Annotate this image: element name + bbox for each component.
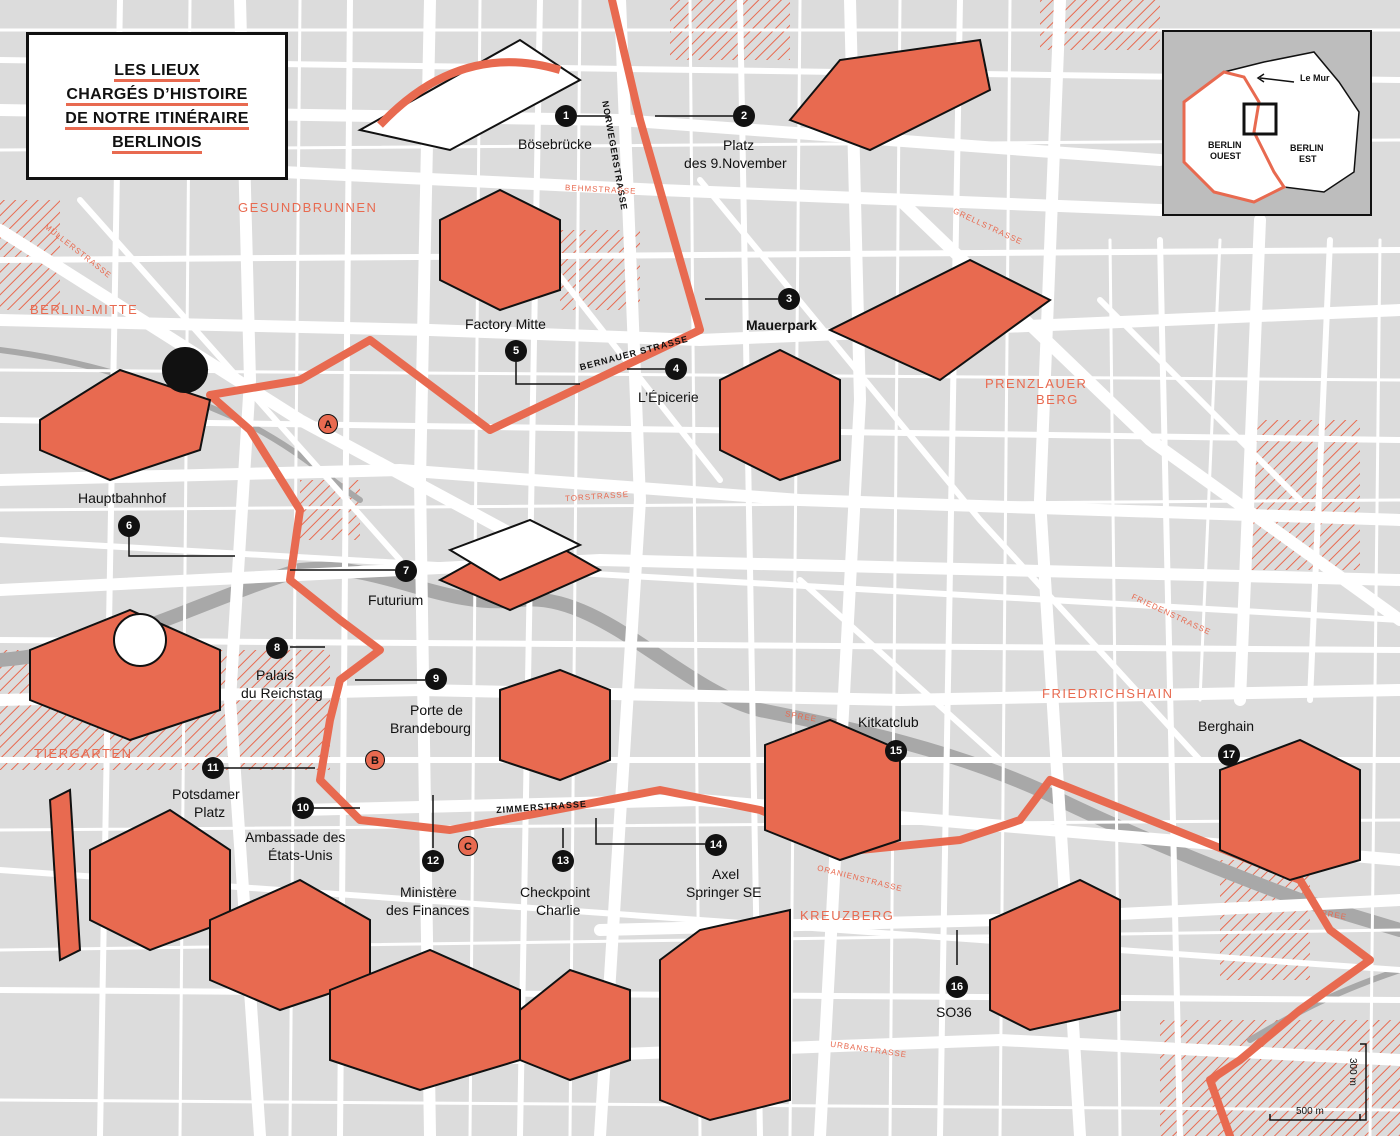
marker-4[interactable]: 4 — [665, 358, 687, 380]
inset-map: Le Mur BERLIN OUEST BERLIN EST — [1162, 30, 1372, 216]
label-reichstag-line-1: Palais — [256, 667, 295, 683]
label-kitkatclub: Kitkatclub — [858, 714, 919, 730]
marker-3[interactable]: 3 — [778, 288, 800, 310]
title-line-2: CHARGÉS D’HISTOIRE — [66, 86, 248, 106]
label-berghain: Berghain — [1198, 718, 1255, 734]
epicerie-illustration — [719, 348, 841, 482]
label-potsdamer-line-2: Platz — [194, 804, 226, 820]
inset-berlin-ouest-2: OUEST — [1210, 151, 1242, 161]
marker-13[interactable]: 13 — [552, 850, 574, 872]
mauerpark-illustration — [827, 258, 1052, 382]
wall-route — [206, 0, 1374, 1136]
marker-9[interactable]: 9 — [425, 668, 447, 690]
marker-12[interactable]: 12 — [422, 850, 444, 872]
platz-9-november-illustration — [788, 38, 992, 152]
marker-17[interactable]: 17 — [1218, 744, 1240, 766]
potsdamer-illustration — [48, 788, 82, 962]
marker-16[interactable]: 16 — [946, 976, 968, 998]
route-marker-a[interactable]: A — [318, 414, 338, 434]
factory-mitte-illustration — [439, 188, 561, 312]
inset-berlin-est-1: BERLIN — [1290, 143, 1324, 153]
marker-5[interactable]: 5 — [505, 340, 527, 362]
inset-le-mur-label: Le Mur — [1300, 73, 1330, 83]
label-finances-line-2: des Finances — [386, 902, 470, 918]
label-epicerie: L’Épicerie — [638, 389, 699, 405]
brandenburg-gate-illustration — [499, 668, 611, 782]
district-berlin-mitte: BERLIN-MITTE — [30, 302, 139, 317]
label-checkpoint-line-2: Charlie — [536, 902, 581, 918]
inset-berlin-ouest-1: BERLIN — [1208, 140, 1242, 150]
label-mauerpark: Mauerpark — [746, 317, 817, 333]
label-springer-line-1: Axel — [712, 866, 740, 882]
marker-15[interactable]: 15 — [885, 740, 907, 762]
label-hauptbahnhof: Hauptbahnhof — [78, 490, 166, 506]
marker-8[interactable]: 8 — [266, 637, 288, 659]
label-potsdamer-line-1: Potsdamer — [172, 786, 240, 802]
label-platz-line-1: Platz — [723, 137, 755, 153]
scale-horizontal-label: 500 m — [1296, 1106, 1324, 1117]
building-illustrations — [29, 38, 1361, 1122]
inset-outline — [1182, 51, 1360, 204]
label-brandebourg-line-1: Porte de — [410, 702, 463, 718]
checkpoint-charlie-illustration — [519, 968, 631, 1082]
leader-lines — [128, 115, 958, 965]
scale-bar — [1269, 1043, 1367, 1121]
marker-2[interactable]: 2 — [733, 105, 755, 127]
berghain-illustration — [1219, 738, 1361, 882]
label-futurium: Futurium — [368, 592, 424, 608]
scale-vertical-label: 300 m — [1347, 1058, 1358, 1086]
title-line-4: BERLINOIS — [112, 134, 202, 154]
route-marker-b[interactable]: B — [365, 750, 385, 770]
label-brandebourg-line-2: Brandebourg — [390, 720, 471, 736]
title-line-3: DE NOTRE ITINÉRAIRE — [65, 110, 249, 130]
inset-berlin-est-2: EST — [1299, 154, 1317, 164]
hauptbahnhof-illustration — [39, 368, 212, 482]
reichstag-illustration — [29, 608, 221, 742]
map-title-box: LES LIEUX CHARGÉS D’HISTOIRE DE NOTRE IT… — [26, 32, 288, 180]
district-gesundbrunnen: GESUNDBRUNNEN — [238, 200, 378, 215]
park-hatch-8 — [300, 480, 360, 540]
marker-11[interactable]: 11 — [202, 757, 224, 779]
district-friedrichshain: FRIEDRICHSHAIN — [1042, 686, 1174, 701]
label-embassy-line-1: Ambassade des — [245, 829, 346, 845]
so36-illustration — [989, 878, 1121, 1032]
axel-springer-illustration — [659, 908, 791, 1122]
route-marker-c[interactable]: C — [458, 836, 478, 856]
district-prenzlauer: PRENZLAUER — [985, 376, 1088, 391]
label-finances-line-1: Ministère — [400, 884, 457, 900]
kitkatclub-illustration — [764, 718, 901, 862]
bosebrucke-illustration — [357, 38, 582, 152]
marker-14[interactable]: 14 — [705, 834, 727, 856]
label-platz-line-2: des 9.November — [684, 155, 787, 171]
marker-6[interactable]: 6 — [118, 515, 140, 537]
marker-7[interactable]: 7 — [395, 560, 417, 582]
district-kreuzberg: KREUZBERG — [800, 908, 895, 923]
label-checkpoint-line-1: Checkpoint — [520, 884, 591, 900]
marker-1[interactable]: 1 — [555, 105, 577, 127]
label-bosebrucke: Bösebrücke — [518, 136, 592, 152]
marker-10[interactable]: 10 — [292, 797, 314, 819]
label-reichstag-line-2: du Reichstag — [241, 685, 323, 701]
district-berg: BERG — [1036, 392, 1079, 407]
label-so36: SO36 — [936, 1004, 972, 1020]
label-springer-line-2: Springer SE — [686, 884, 762, 900]
label-embassy-line-2: États-Unis — [268, 847, 333, 863]
district-tiergarten: TIERGARTEN — [34, 746, 133, 761]
title-line-1: LES LIEUX — [114, 62, 200, 82]
label-factory-mitte: Factory Mitte — [465, 316, 546, 332]
